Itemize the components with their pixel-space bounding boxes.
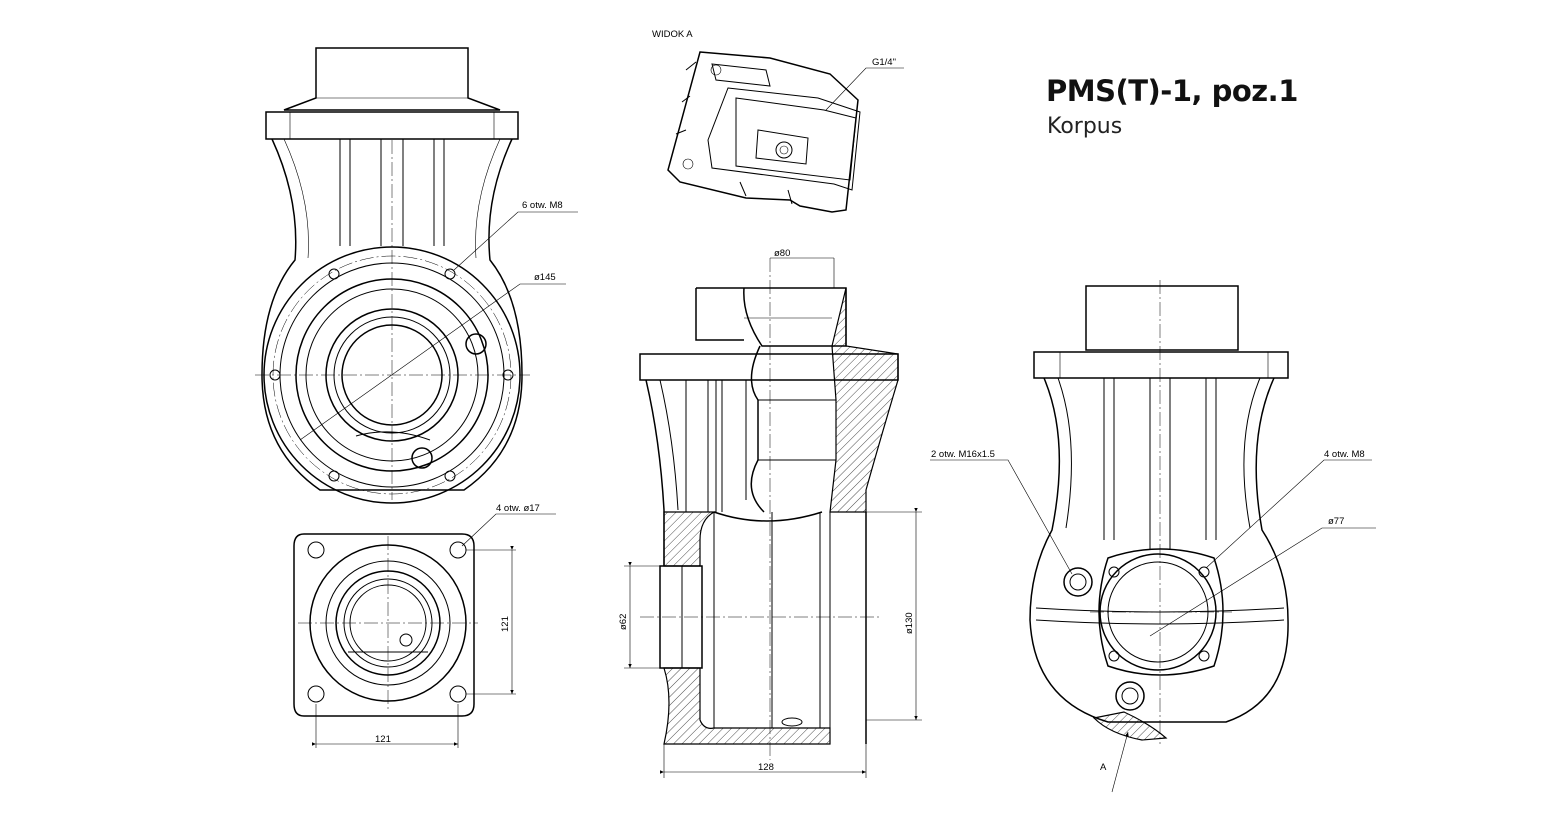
label-holes-m8-front: 6 otw. M8	[522, 200, 563, 211]
label-g14: G1/4"	[872, 57, 896, 68]
label-dia-62: ø62	[618, 614, 629, 630]
drawing-title: PMS(T)-1, poz.1	[1046, 74, 1298, 108]
dim-flange-width: 121	[375, 734, 391, 745]
dim-section-width: 128	[758, 762, 774, 773]
label-holes-m8-side: 4 otw. M8	[1324, 449, 1365, 460]
section-arrow-label: A	[1100, 762, 1107, 773]
view-a-label: WIDOK A	[652, 29, 693, 40]
label-holes-17: 4 otw. ø17	[496, 503, 540, 514]
label-dia-145: ø145	[534, 272, 556, 283]
label-dia-77: ø77	[1328, 516, 1344, 527]
label-dia-80: ø80	[774, 248, 790, 259]
label-holes-m16: 2 otw. M16x1.5	[931, 449, 995, 460]
dim-flange-height: 121	[500, 616, 511, 632]
side-view	[930, 280, 1376, 793]
label-dia-130: ø130	[904, 612, 915, 634]
flange-view	[293, 513, 556, 748]
view-a	[667, 51, 904, 213]
front-view	[255, 47, 578, 504]
section-view	[624, 257, 922, 778]
drawing-subtitle: Korpus	[1047, 114, 1123, 139]
